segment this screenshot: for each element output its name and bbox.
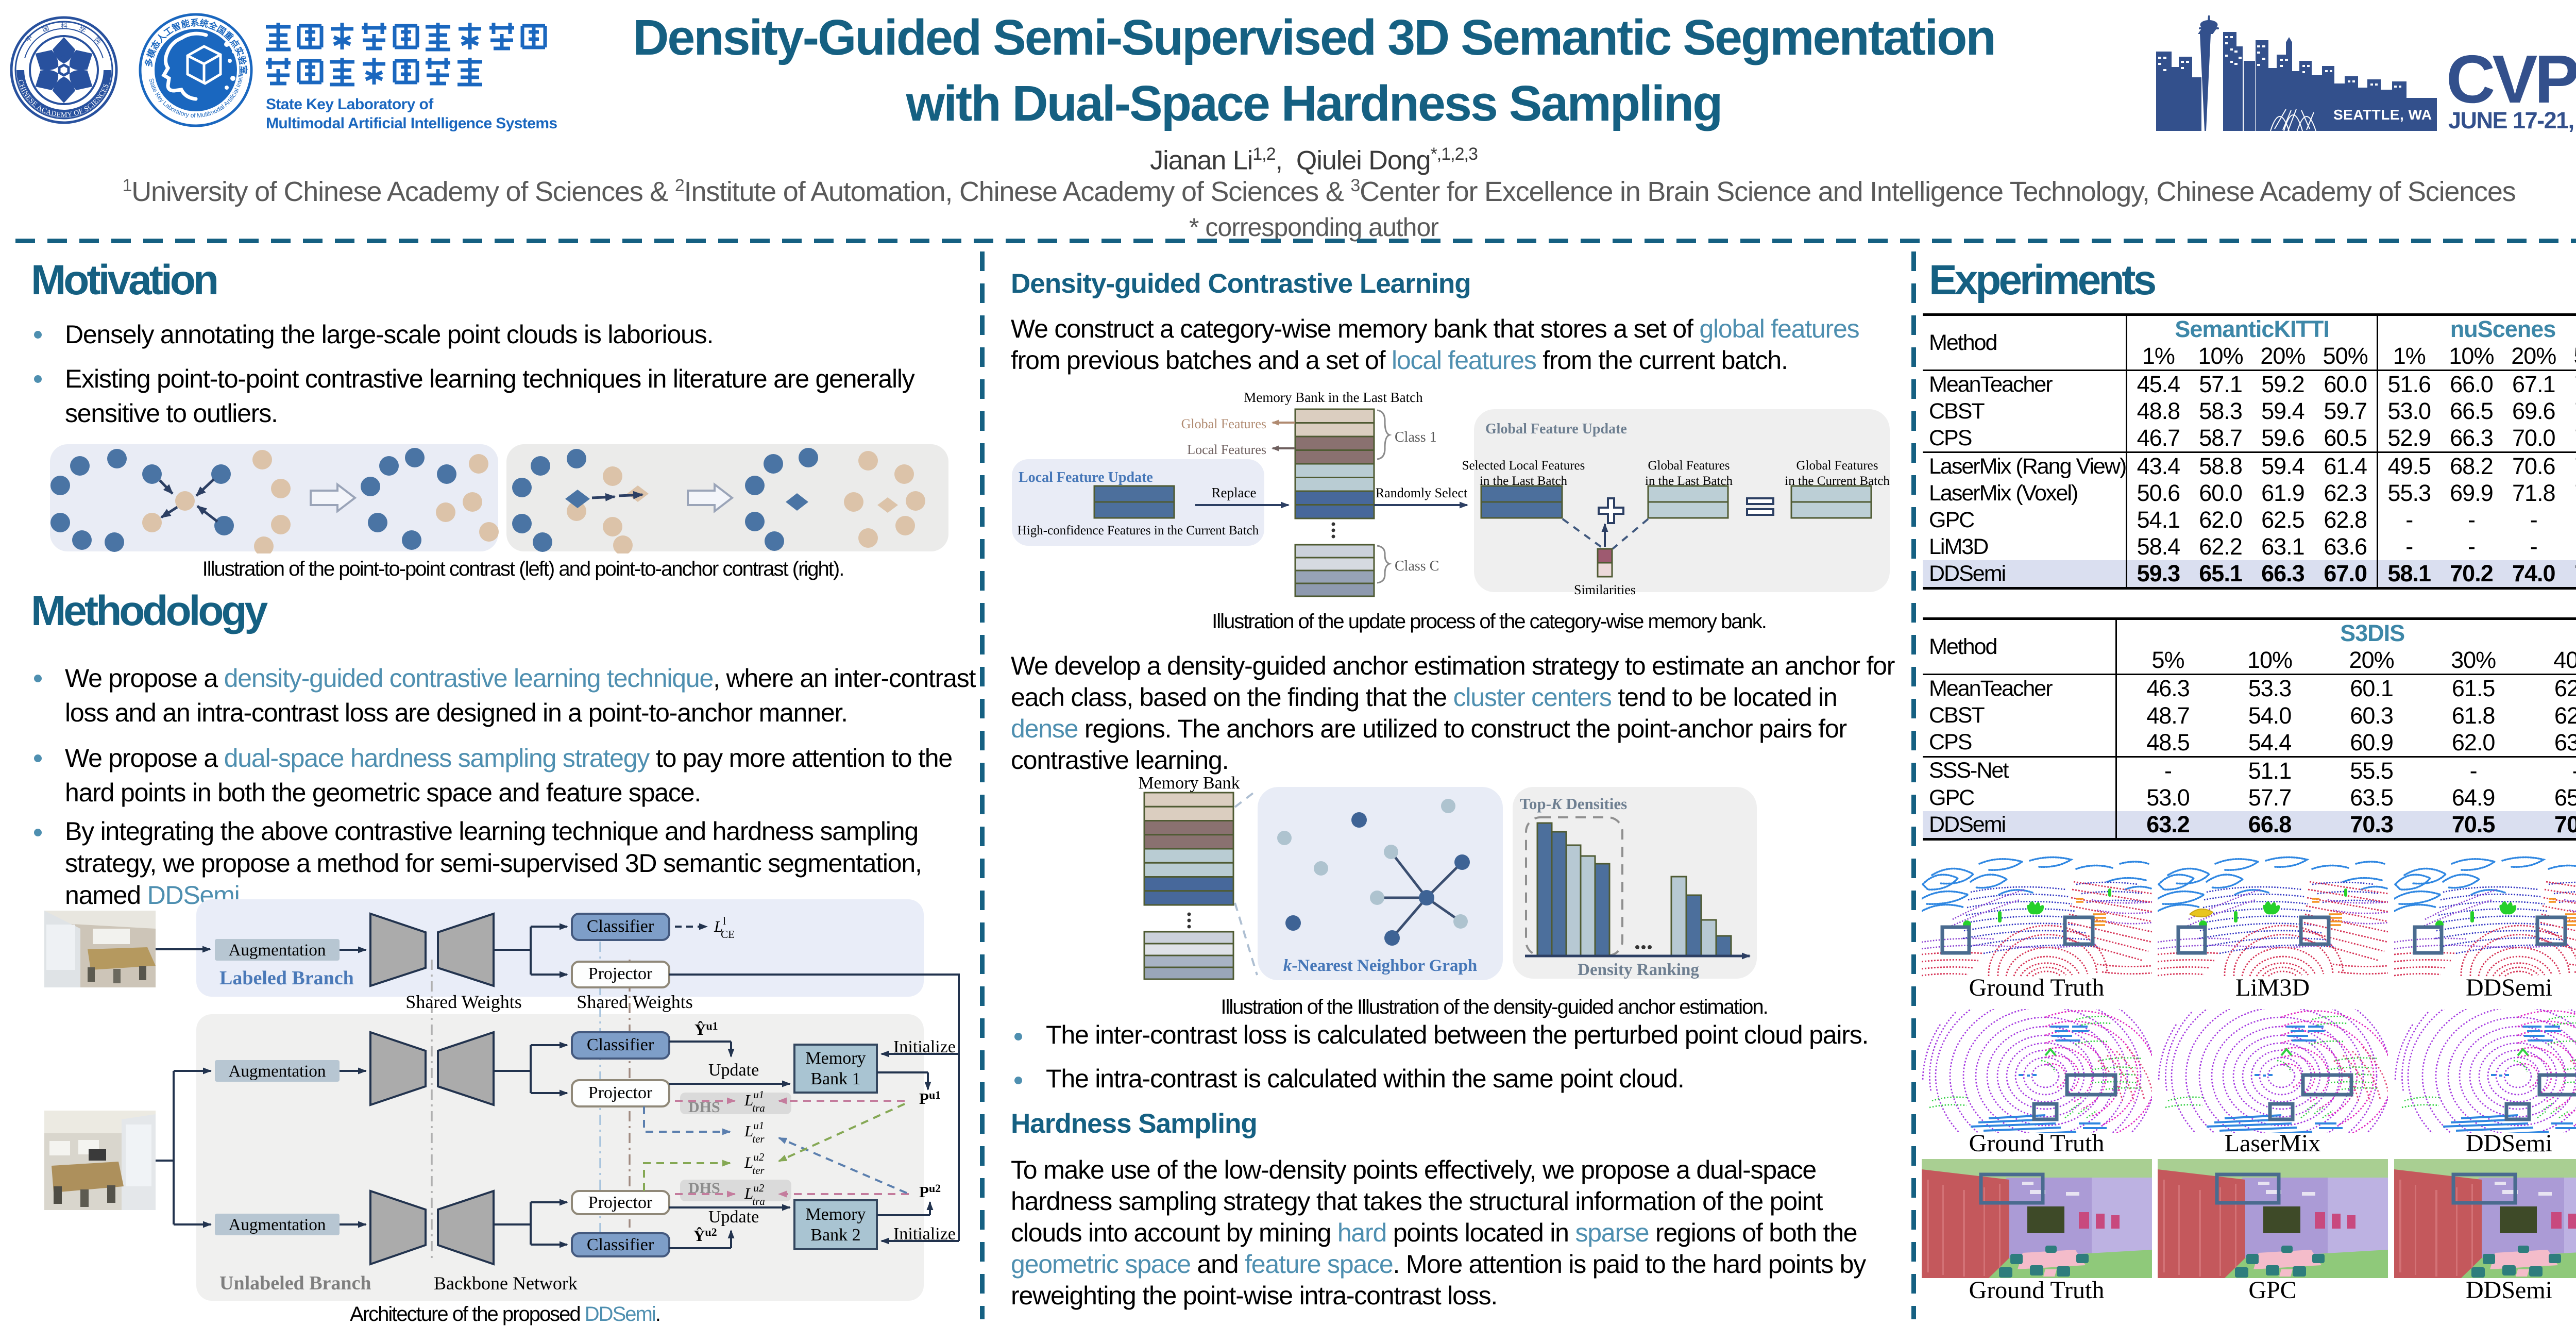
svg-text:Randomly Select: Randomly Select xyxy=(1376,485,1468,500)
svg-text:Shared Weights: Shared Weights xyxy=(405,992,521,1012)
svg-text:Ground Truth: Ground Truth xyxy=(1969,1130,2105,1157)
svg-text:Local Feature Update: Local Feature Update xyxy=(1019,469,1153,485)
svg-text:LiM3D: LiM3D xyxy=(2235,974,2310,1001)
svg-text:k-Nearest Neighbor Graph: k-Nearest Neighbor Graph xyxy=(1283,956,1477,975)
svg-text:DDSemi: DDSemi xyxy=(2466,1130,2552,1157)
svg-text:Global Features: Global Features xyxy=(1797,459,1878,473)
svg-text:Shared Weights: Shared Weights xyxy=(577,992,692,1012)
svg-text:Pu2: Pu2 xyxy=(919,1182,941,1201)
svg-text:Bank 1: Bank 1 xyxy=(810,1069,860,1088)
svg-text:Augmentation: Augmentation xyxy=(229,941,326,960)
svg-text:Global Features: Global Features xyxy=(1181,416,1266,431)
svg-text:Global Features: Global Features xyxy=(1648,459,1730,473)
svg-text:Ground Truth: Ground Truth xyxy=(1969,1277,2105,1304)
svg-text:Classifier: Classifier xyxy=(587,1235,654,1254)
svg-text:Memory Bank: Memory Bank xyxy=(1138,774,1240,793)
svg-text:Augmentation: Augmentation xyxy=(229,1062,326,1081)
svg-text:科: 科 xyxy=(61,22,67,29)
svg-text:Memory Bank in the Last Batch: Memory Bank in the Last Batch xyxy=(1244,390,1423,405)
svg-text:Local Features: Local Features xyxy=(1187,442,1266,457)
svg-text:Pu1: Pu1 xyxy=(919,1088,941,1107)
svg-text:Classifier: Classifier xyxy=(587,917,654,936)
svg-text:Top-K Densities: Top-K Densities xyxy=(1520,795,1627,813)
svg-text:GPC: GPC xyxy=(2248,1277,2296,1304)
svg-text:Projector: Projector xyxy=(588,964,653,983)
svg-text:学: 学 xyxy=(78,25,87,35)
svg-text:Update: Update xyxy=(708,1207,759,1227)
svg-text:Labeled Branch: Labeled Branch xyxy=(219,967,354,989)
svg-text:Classifier: Classifier xyxy=(587,1035,654,1054)
svg-text:Update: Update xyxy=(708,1061,759,1080)
svg-text:Selected Local Features: Selected Local Features xyxy=(1462,459,1585,473)
svg-text:Class 1: Class 1 xyxy=(1395,429,1437,445)
svg-text:Backbone Network: Backbone Network xyxy=(434,1273,578,1294)
svg-text:Augmentation: Augmentation xyxy=(229,1216,326,1234)
svg-text:Memory: Memory xyxy=(805,1205,866,1224)
svg-text:Initialize: Initialize xyxy=(893,1037,956,1056)
svg-text:Replace: Replace xyxy=(1212,485,1257,500)
svg-text:Projector: Projector xyxy=(588,1193,653,1212)
svg-text:SEATTLE, WA: SEATTLE, WA xyxy=(2333,107,2432,123)
svg-text:DDSemi: DDSemi xyxy=(2466,974,2552,1001)
svg-text:国: 国 xyxy=(41,24,50,33)
svg-text:Bank 2: Bank 2 xyxy=(810,1226,860,1245)
svg-text:Projector: Projector xyxy=(588,1083,653,1102)
svg-text:LaserMix: LaserMix xyxy=(2225,1130,2321,1157)
svg-text:Global Feature Update: Global Feature Update xyxy=(1485,421,1627,437)
svg-text:Similarities: Similarities xyxy=(1574,582,1636,597)
svg-text:Density Ranking: Density Ranking xyxy=(1578,961,1699,979)
svg-text:Unlabeled Branch: Unlabeled Branch xyxy=(219,1272,371,1294)
svg-text:Memory: Memory xyxy=(805,1049,866,1068)
svg-text:DDSemi: DDSemi xyxy=(2466,1277,2552,1304)
svg-text:Class C: Class C xyxy=(1395,558,1439,574)
svg-text:High-confidence Features in th: High-confidence Features in the Current … xyxy=(1018,524,1259,538)
svg-text:Initialize: Initialize xyxy=(893,1224,956,1244)
svg-text:Ground Truth: Ground Truth xyxy=(1969,974,2105,1001)
